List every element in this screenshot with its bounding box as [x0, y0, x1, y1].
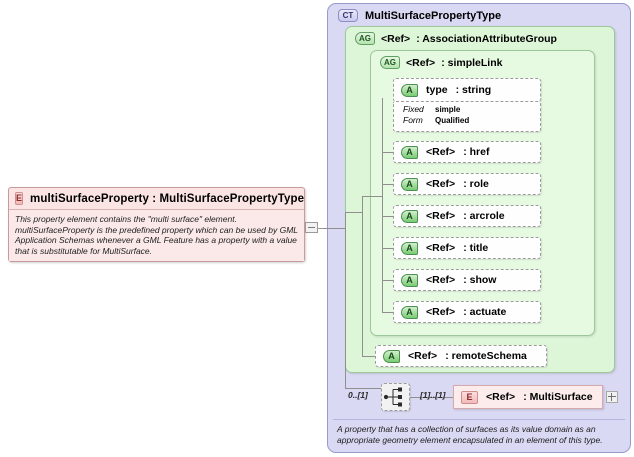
attribute-badge-icon: A — [401, 305, 418, 319]
element-ref-type: : MultiSurface — [523, 391, 593, 403]
element-box-multisurfaceproperty[interactable]: E multiSurfaceProperty : MultiSurfacePro… — [8, 187, 305, 262]
facet-fixed: Fixed simple — [403, 104, 540, 115]
connector-branch-role — [382, 184, 393, 185]
attribute-facets-type: Fixed simple Form Qualified — [393, 102, 541, 132]
attribute-row-show[interactable]: A <Ref> : show — [393, 269, 541, 291]
attribute-row-role[interactable]: A <Ref> : role — [393, 173, 541, 195]
attribute-badge-icon: A — [401, 83, 418, 97]
attribute-badge-icon: A — [401, 241, 418, 255]
connector-branch-show — [382, 280, 393, 281]
facet-form: Form Qualified — [403, 115, 540, 126]
attribute-type: : actuate — [463, 306, 507, 318]
attribute-row-href[interactable]: A <Ref> : href — [393, 141, 541, 163]
connector-vertical-attributes — [382, 98, 383, 313]
facet-fixed-label: Fixed — [403, 104, 424, 114]
complextype-title: MultiSurfacePropertyType — [365, 9, 502, 22]
connector-trunk-vertical-outer — [345, 212, 346, 388]
element-header: E multiSurfaceProperty : MultiSurfacePro… — [9, 188, 304, 210]
connector-trunk-horizontal — [323, 228, 345, 229]
attribute-badge-icon: A — [401, 177, 418, 191]
connector-branch-title — [382, 248, 393, 249]
attribute-group-inner-header: AG <Ref> : simpleLink — [380, 56, 502, 69]
connector-branch-href — [382, 152, 393, 153]
attribute-name: <Ref> — [426, 210, 456, 222]
connector-branch-remoteschema — [362, 356, 375, 357]
attribute-name: <Ref> — [426, 146, 456, 158]
cardinality-left: 0..[1] — [348, 390, 368, 400]
attribute-row-actuate[interactable]: A <Ref> : actuate — [393, 301, 541, 323]
attribute-group-outer-ref: <Ref> — [381, 32, 411, 45]
attribute-group-inner-badge-icon: AG — [380, 56, 400, 69]
attribute-row-arcrole[interactable]: A <Ref> : arcrole — [393, 205, 541, 227]
sequence-compositor-icon[interactable] — [381, 383, 410, 411]
attribute-type: : remoteSchema — [445, 350, 527, 362]
facet-fixed-value: simple — [435, 105, 461, 114]
element-title: multiSurfaceProperty : MultiSurfacePrope… — [30, 192, 305, 205]
attribute-group-inner-ref: <Ref> — [406, 56, 436, 69]
complextype-badge-icon: CT — [338, 9, 358, 22]
attribute-row-remoteschema[interactable]: A <Ref> : remoteSchema — [375, 345, 547, 367]
element-collapse-toggle[interactable] — [305, 222, 318, 233]
connector-branch-arcrole — [382, 216, 393, 217]
attribute-row-title[interactable]: A <Ref> : title — [393, 237, 541, 259]
connector-vertical-inner — [362, 196, 363, 356]
attribute-type: : arcrole — [463, 210, 505, 222]
element-ref-name: <Ref> — [486, 391, 516, 403]
element-ref-multisurface[interactable]: E <Ref> : MultiSurface — [453, 385, 603, 409]
connector-branch-simplelink — [362, 196, 382, 197]
connector-branch-to-inner-group — [345, 212, 362, 213]
element-documentation: This property element contains the "mult… — [9, 210, 304, 261]
attribute-badge-icon: A — [401, 145, 418, 159]
connector-branch-to-sequence — [345, 388, 381, 389]
attribute-name: <Ref> — [426, 306, 456, 318]
attribute-name: <Ref> — [408, 350, 438, 362]
attribute-group-outer-name: : AssociationAttributeGroup — [416, 32, 557, 45]
connector-branch-actuate — [382, 312, 393, 313]
facet-form-label: Form — [403, 115, 423, 125]
sequence-icon-glyph — [383, 387, 402, 407]
cardinality-right: [1]..[1] — [420, 390, 446, 400]
attribute-type: : role — [463, 178, 489, 190]
attribute-badge-icon: A — [401, 209, 418, 223]
attribute-type: : show — [463, 274, 497, 286]
attribute-name: type — [426, 84, 448, 96]
complextype-header: CT MultiSurfacePropertyType — [338, 9, 501, 22]
attribute-group-badge-icon: AG — [355, 32, 375, 45]
facet-form-value: Qualified — [435, 116, 470, 125]
attribute-name: <Ref> — [426, 242, 456, 254]
attribute-type: : string — [455, 84, 492, 96]
element-ref-expand-toggle[interactable] — [606, 391, 618, 403]
attribute-type: : title — [463, 242, 489, 254]
attribute-group-outer-header: AG <Ref> : AssociationAttributeGroup — [355, 32, 557, 45]
attribute-name: <Ref> — [426, 274, 456, 286]
attribute-badge-icon: A — [383, 349, 400, 363]
element-badge-icon: E — [15, 192, 24, 205]
attribute-group-inner-name: : simpleLink — [441, 56, 503, 69]
attribute-name: <Ref> — [426, 178, 456, 190]
element-ref-badge-icon: E — [461, 390, 478, 404]
attribute-row-type[interactable]: A type : string — [393, 78, 541, 102]
connector-sequence-to-element — [410, 397, 453, 398]
complextype-documentation: A property that has a collection of surf… — [333, 419, 625, 446]
attribute-type: : href — [463, 146, 490, 158]
attribute-badge-icon: A — [401, 273, 418, 287]
